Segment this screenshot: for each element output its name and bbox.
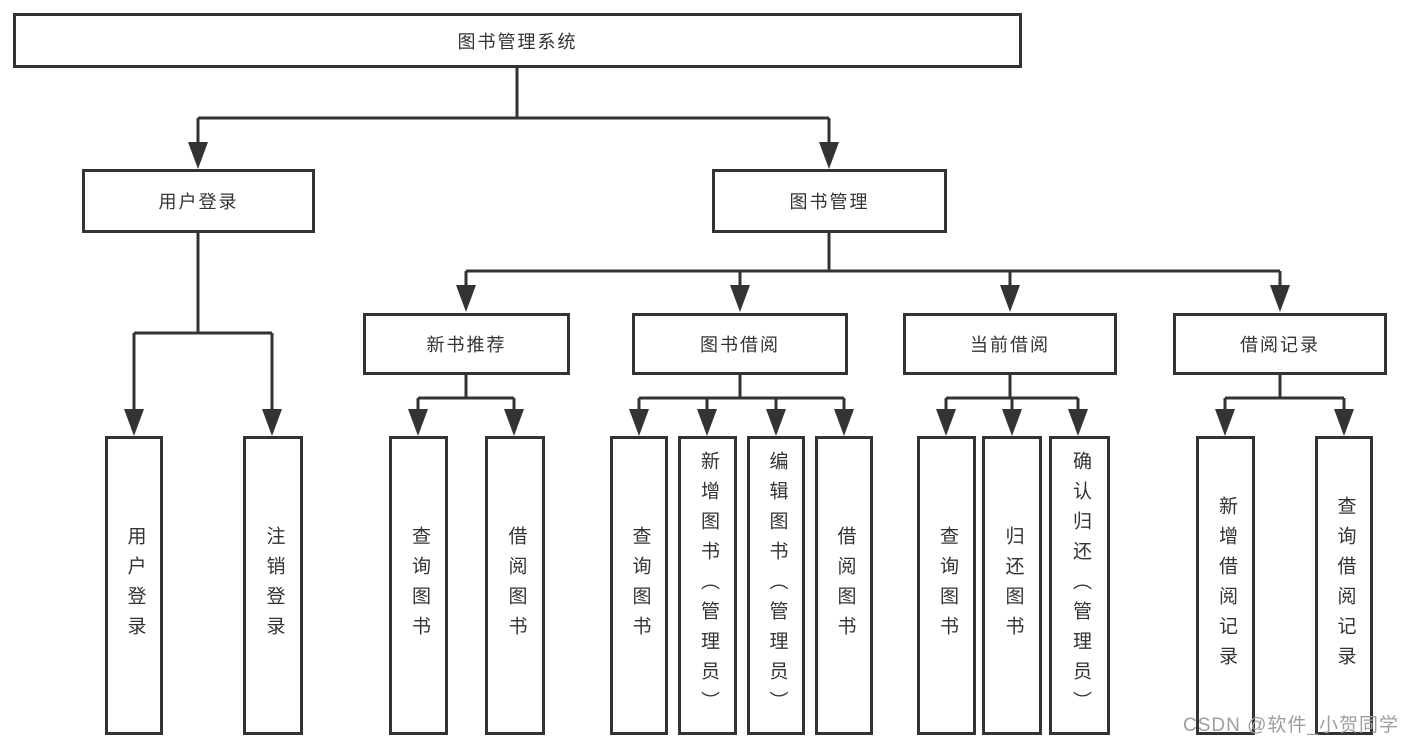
node-label: 图书管理 bbox=[789, 192, 870, 212]
leaf-borrow-books: 借阅图书 bbox=[485, 436, 545, 735]
leaf-query-books: 查询图书 bbox=[389, 436, 448, 735]
arrow-down-icon bbox=[697, 409, 717, 436]
arrow-down-icon bbox=[188, 142, 208, 169]
node-book-management: 图书管理 bbox=[712, 169, 947, 233]
leaf-label: 查询图书 bbox=[629, 525, 651, 646]
leaf-label: 查询图书 bbox=[936, 525, 958, 646]
leaf-label: 归还图书 bbox=[1002, 525, 1024, 646]
node-label: 借阅记录 bbox=[1240, 335, 1320, 355]
node-book-borrowing: 图书借阅 bbox=[632, 313, 848, 375]
leaf-edit-books-admin: 编辑图书（管理员） bbox=[747, 436, 805, 735]
leaf-return-books: 归还图书 bbox=[982, 436, 1042, 735]
node-current-borrowing: 当前借阅 bbox=[903, 313, 1117, 375]
node-root: 图书管理系统 bbox=[13, 13, 1022, 68]
arrow-down-icon bbox=[262, 409, 282, 436]
node-user-login: 用户登录 bbox=[82, 169, 315, 233]
arrow-down-icon bbox=[504, 409, 524, 436]
node-new-book-recommend: 新书推荐 bbox=[363, 313, 570, 375]
leaf-logout: 注销登录 bbox=[243, 436, 303, 735]
leaf-label: 用户登录 bbox=[124, 525, 146, 646]
leaf-add-books-admin: 新增图书（管理员） bbox=[678, 436, 737, 735]
leaf-label: 新增图书（管理员） bbox=[697, 450, 719, 721]
leaf-query-books: 查询图书 bbox=[610, 436, 668, 735]
leaf-label: 查询图书 bbox=[408, 525, 430, 646]
arrow-down-icon bbox=[629, 409, 649, 436]
node-root-label: 图书管理系统 bbox=[457, 31, 578, 52]
arrow-down-icon bbox=[124, 409, 144, 436]
leaf-confirm-return-admin: 确认归还（管理员） bbox=[1049, 436, 1110, 735]
arrow-down-icon bbox=[408, 409, 428, 436]
leaf-label: 借阅图书 bbox=[505, 525, 527, 646]
arrow-down-icon bbox=[730, 285, 750, 312]
leaf-query-books: 查询图书 bbox=[917, 436, 976, 735]
arrow-down-icon bbox=[819, 142, 839, 169]
node-label: 图书借阅 bbox=[700, 335, 780, 355]
node-label: 新书推荐 bbox=[426, 335, 507, 355]
node-label: 当前借阅 bbox=[970, 335, 1050, 355]
node-label: 用户登录 bbox=[158, 192, 239, 212]
leaf-add-borrow-record: 新增借阅记录 bbox=[1196, 436, 1255, 735]
leaf-label: 注销登录 bbox=[263, 525, 285, 646]
arrow-down-icon bbox=[766, 409, 786, 436]
arrow-down-icon bbox=[834, 409, 854, 436]
arrow-down-icon bbox=[456, 285, 476, 312]
leaf-label: 编辑图书（管理员） bbox=[766, 450, 788, 721]
arrow-down-icon bbox=[1270, 285, 1290, 312]
arrow-down-icon bbox=[1068, 409, 1088, 436]
leaf-label: 确认归还（管理员） bbox=[1069, 450, 1091, 721]
watermark: CSDN @软件_小贺同学 bbox=[1183, 715, 1399, 736]
arrow-down-icon bbox=[1334, 409, 1354, 436]
arrow-down-icon bbox=[1002, 409, 1022, 436]
leaf-user-login: 用户登录 bbox=[105, 436, 163, 735]
leaf-query-borrow-record: 查询借阅记录 bbox=[1315, 436, 1373, 735]
leaf-label: 新增借阅记录 bbox=[1215, 495, 1237, 676]
arrow-down-icon bbox=[1000, 285, 1020, 312]
arrow-down-icon bbox=[936, 409, 956, 436]
arrow-down-icon bbox=[1215, 409, 1235, 436]
leaf-label: 查询借阅记录 bbox=[1334, 495, 1356, 676]
node-borrowing-records: 借阅记录 bbox=[1173, 313, 1387, 375]
leaf-borrow-books: 借阅图书 bbox=[815, 436, 873, 735]
leaf-label: 借阅图书 bbox=[834, 525, 856, 646]
